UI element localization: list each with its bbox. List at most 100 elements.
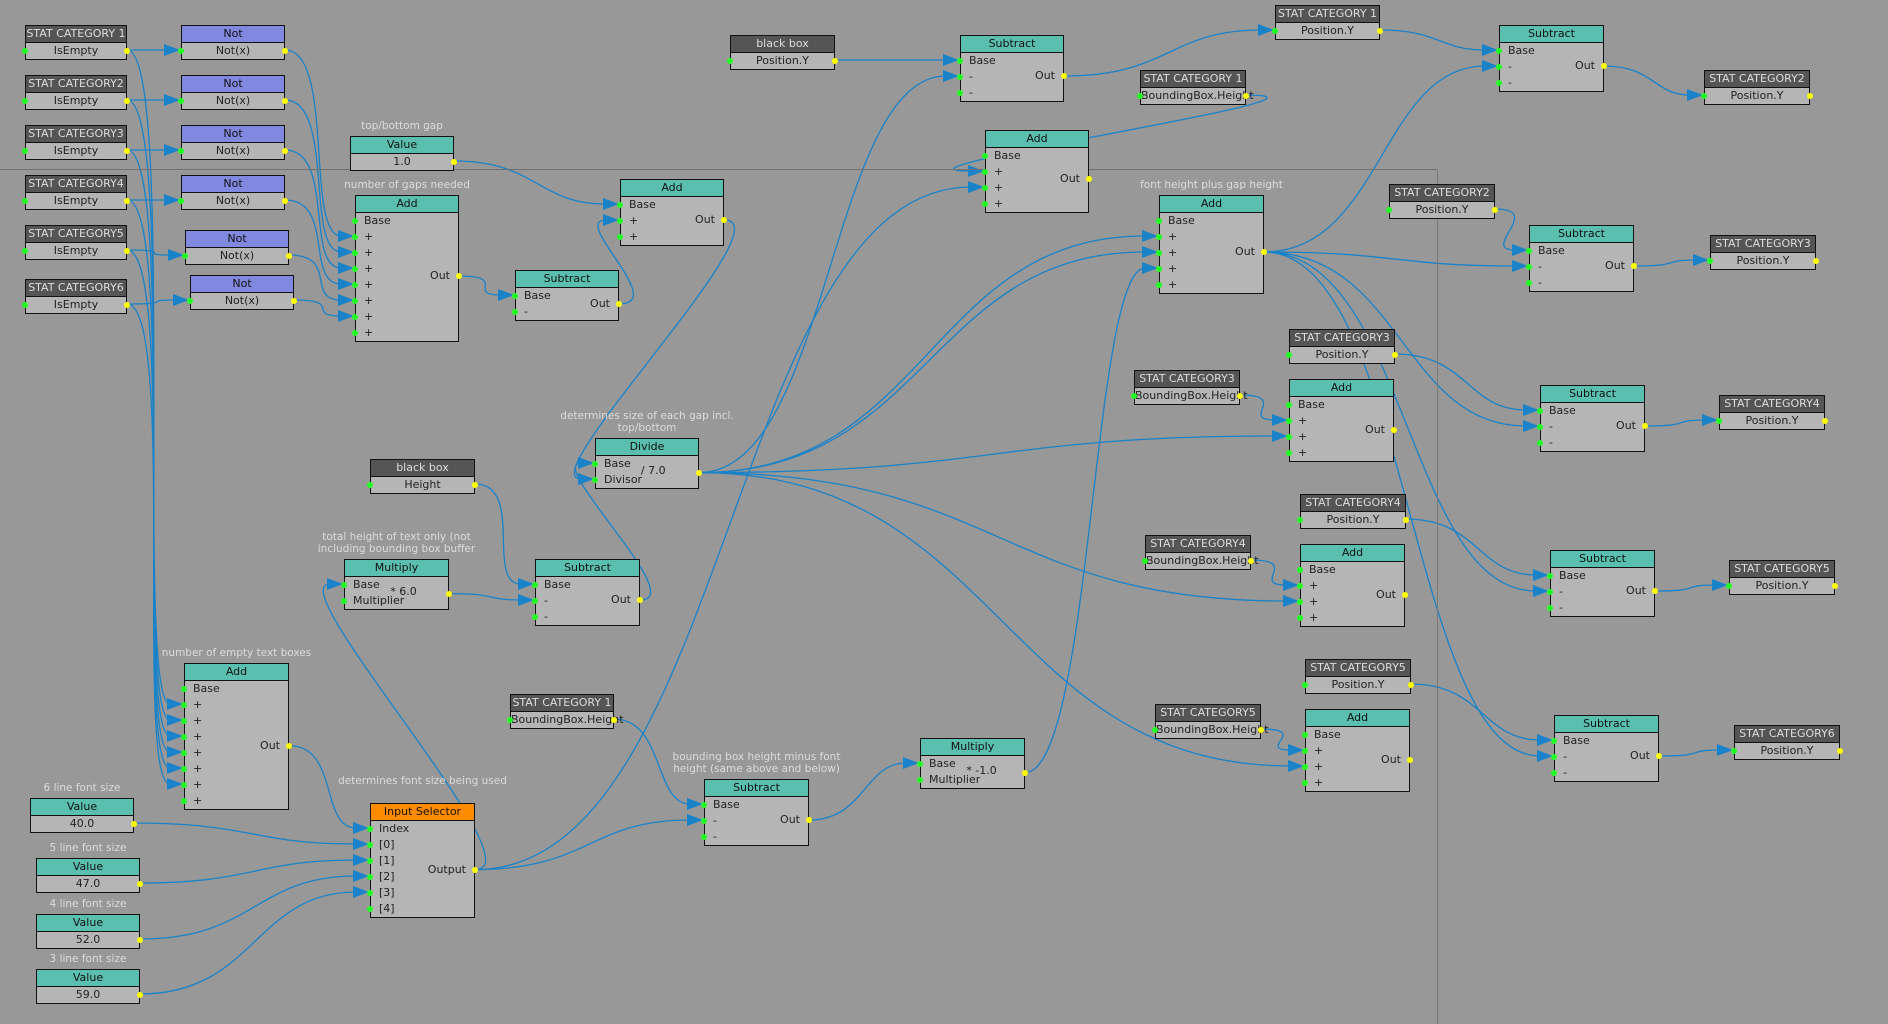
port-[interactable]: + [181, 761, 288, 777]
input-port-icon[interactable] [181, 782, 187, 788]
connection-wire[interactable] [1394, 353, 1540, 411]
port-[interactable]: + [181, 745, 288, 761]
output-port-icon[interactable] [1258, 727, 1264, 733]
port-position-y[interactable]: Position.Y [1716, 413, 1828, 429]
port-4[interactable]: [4] [367, 901, 474, 917]
input-port-icon[interactable] [367, 890, 373, 896]
input-port-icon[interactable] [727, 58, 733, 64]
port-base[interactable]: Base [1297, 562, 1404, 578]
output-port-icon[interactable] [1642, 423, 1648, 429]
output-port-icon[interactable] [696, 469, 702, 476]
output-port-icon[interactable] [1248, 558, 1254, 564]
port-[interactable]: - [1537, 419, 1644, 435]
output-port-icon[interactable] [1601, 63, 1607, 69]
connection-wire[interactable] [1263, 65, 1499, 253]
input-port-icon[interactable] [1537, 440, 1543, 446]
output-port-icon[interactable] [832, 58, 838, 64]
input-port-icon[interactable] [181, 750, 187, 756]
input-port-icon[interactable] [1152, 727, 1158, 733]
input-port-icon[interactable] [1286, 418, 1292, 424]
output-port-icon[interactable] [1652, 588, 1658, 594]
output-port-icon[interactable] [282, 98, 288, 104]
port-boundingbox-height[interactable]: BoundingBox.Height [1152, 722, 1269, 738]
port-base[interactable]: Base [1302, 727, 1409, 743]
input-port-icon[interactable] [181, 686, 187, 692]
output-port-icon[interactable] [1408, 682, 1414, 688]
port-not-x[interactable]: Not(x) [178, 93, 288, 109]
output-port-icon[interactable] [124, 302, 130, 308]
input-port-icon[interactable] [917, 761, 923, 767]
output-port-icon[interactable] [1377, 28, 1383, 34]
output-port-icon[interactable] [131, 821, 137, 827]
output-port-icon[interactable] [1832, 583, 1838, 589]
connection-wire[interactable] [474, 819, 704, 871]
input-port-icon[interactable] [617, 234, 623, 240]
input-port-icon[interactable] [1551, 754, 1557, 760]
port-[interactable]: + [1302, 759, 1409, 775]
connection-wire[interactable] [133, 822, 370, 845]
input-port-icon[interactable] [1547, 573, 1553, 579]
port-isempty[interactable]: IsEmpty [22, 93, 130, 109]
port-boundingbox-height[interactable]: BoundingBox.Height [507, 712, 624, 728]
input-port-icon[interactable] [181, 798, 187, 804]
input-port-icon[interactable] [1551, 770, 1557, 776]
port-3[interactable]: [3] [367, 885, 474, 901]
port-[interactable]: - [957, 69, 1063, 85]
port-47-0[interactable]: 47.0 [37, 876, 143, 892]
input-port-icon[interactable] [367, 482, 373, 488]
port-base[interactable]: Base [1526, 243, 1633, 259]
port-[interactable]: - [1551, 749, 1658, 765]
input-port-icon[interactable] [181, 718, 187, 724]
port-height[interactable]: Height [367, 477, 478, 493]
input-port-icon[interactable] [1496, 80, 1502, 86]
input-port-icon[interactable] [1707, 258, 1713, 264]
port-[interactable]: + [1297, 594, 1404, 610]
input-port-icon[interactable] [1286, 450, 1292, 456]
output-port-icon[interactable] [1022, 769, 1028, 776]
input-port-icon[interactable] [181, 734, 187, 740]
output-port-icon[interactable] [446, 590, 452, 597]
port-boundingbox-height[interactable]: BoundingBox.Height [1137, 88, 1254, 104]
input-port-icon[interactable] [341, 582, 347, 588]
port-[interactable]: + [1286, 429, 1393, 445]
port-isempty[interactable]: IsEmpty [22, 43, 130, 59]
connection-wire[interactable] [1654, 584, 1729, 592]
connection-wire[interactable] [1644, 419, 1719, 427]
connection-wire[interactable] [126, 199, 184, 753]
port-base[interactable]: Base [341, 577, 448, 593]
port-[interactable]: - [1496, 59, 1603, 75]
port-[interactable]: + [181, 793, 288, 809]
port-isempty[interactable]: IsEmpty [22, 297, 130, 313]
port-[interactable]: - [957, 85, 1063, 101]
input-port-icon[interactable] [367, 906, 373, 912]
connection-wire[interactable] [698, 251, 1159, 474]
output-port-icon[interactable] [124, 148, 130, 154]
output-port-icon[interactable] [1822, 418, 1828, 424]
port-not-x[interactable]: Not(x) [178, 193, 288, 209]
input-port-icon[interactable] [1526, 280, 1532, 286]
input-port-icon[interactable] [22, 248, 28, 254]
input-port-icon[interactable] [1547, 589, 1553, 595]
connection-wire[interactable] [126, 249, 185, 256]
port-[interactable]: + [352, 309, 458, 325]
input-port-icon[interactable] [178, 48, 184, 54]
connection-wire[interactable] [448, 592, 535, 601]
port-0[interactable]: [0] [367, 837, 474, 853]
connection-wire[interactable] [284, 49, 355, 237]
port-position-y[interactable]: Position.Y [1726, 578, 1838, 594]
input-port-icon[interactable] [1302, 780, 1308, 786]
input-port-icon[interactable] [957, 58, 963, 64]
port-not-x[interactable]: Not(x) [187, 293, 297, 309]
input-port-icon[interactable] [352, 330, 358, 336]
input-port-icon[interactable] [701, 818, 707, 824]
